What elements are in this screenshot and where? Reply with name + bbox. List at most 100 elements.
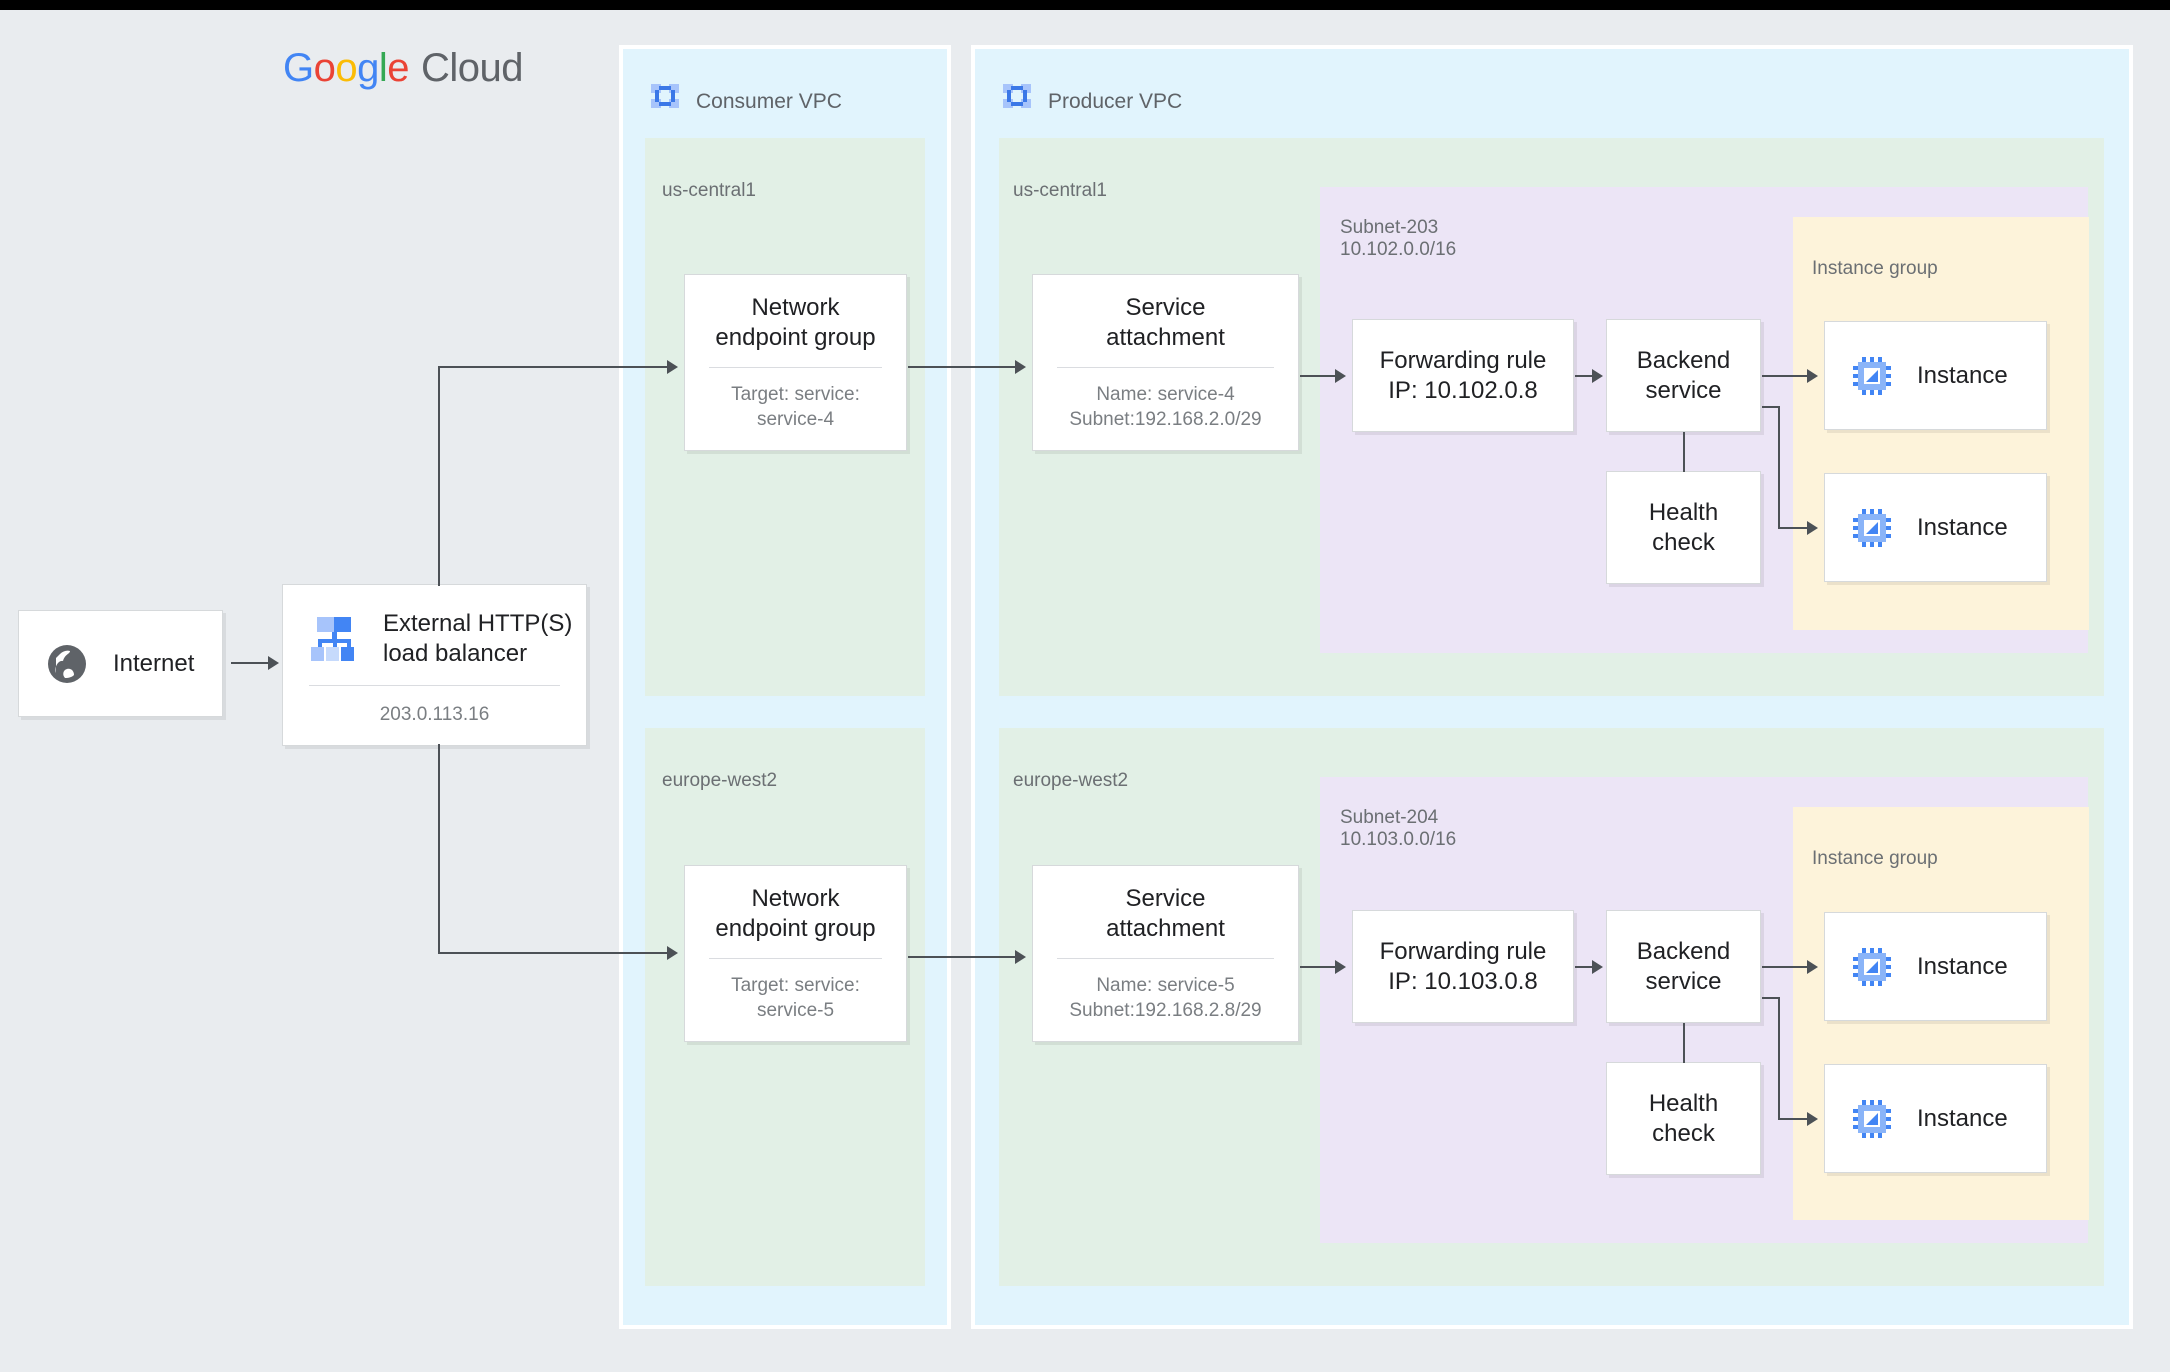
health-check-line1: Health (1648, 1089, 1719, 1117)
arrow-lb-to-neg2 (667, 946, 678, 960)
arrow-neg1-to-sa1 (1015, 360, 1026, 374)
instance-group-europe-west2-label: Instance group (1812, 848, 1938, 869)
service-attachment-title-line2: attachment (1106, 915, 1225, 942)
arrow-neg2-to-sa2 (1015, 950, 1026, 964)
connector-bs2-to-instance2-vertical (1778, 997, 1780, 1119)
connector-lb-to-neg2 (438, 952, 668, 954)
load-balancer-icon (309, 615, 363, 663)
neg-title-line1: Network (751, 294, 840, 321)
forwarding-rule-line1: Forwarding rule (1379, 346, 1547, 374)
connector-neg1-to-sa1 (908, 366, 1016, 368)
service-attachment-subnet: Subnet:192.168.2.8/29 (1069, 1000, 1262, 1021)
connector-neg2-to-sa2 (908, 956, 1016, 958)
arrow-internet-to-lb (268, 656, 279, 670)
instance-us-central1-1[interactable]: Instance (1824, 321, 2047, 430)
backend-service-line2: service (1645, 376, 1722, 404)
health-check-us-central1[interactable]: Health check (1606, 471, 1761, 584)
subnet-cidr: 10.103.0.0/16 (1340, 829, 1457, 850)
arrow-fr2-to-bs2 (1592, 960, 1603, 974)
forwarding-rule-us-central1[interactable]: Forwarding rule IP: 10.102.0.8 (1352, 319, 1574, 432)
service-attachment-name: Name: service-4 (1096, 384, 1235, 405)
backend-service-line1: Backend (1636, 346, 1731, 374)
subnet-203-label: Subnet-203 10.102.0.0/16 (1340, 217, 1456, 261)
neg-target-line2: service-5 (756, 1000, 835, 1021)
neg-title-line2: endpoint group (715, 324, 876, 351)
logo-letter-o1: o (313, 46, 336, 90)
health-check-line2: check (1652, 1119, 1715, 1147)
connector-sa2-to-fr2 (1300, 966, 1336, 968)
connector-bs2-to-healthcheck2 (1683, 1023, 1685, 1063)
lb-title-line1: External HTTP(S) (383, 610, 573, 637)
top-black-bar (0, 0, 2170, 10)
lb-ip-address: 203.0.113.16 (379, 704, 490, 725)
card-divider (1057, 367, 1274, 368)
globe-icon (45, 642, 89, 686)
instance-europe-west2-1[interactable]: Instance (1824, 912, 2047, 1021)
connector-bs2-to-instance1 (1762, 966, 1808, 968)
instance-group-us-central1-label: Instance group (1812, 258, 1938, 279)
network-endpoint-group-us-central1[interactable]: Network endpoint group Target: service: … (684, 274, 907, 451)
subnet-204-label: Subnet-204 10.103.0.0/16 (1340, 807, 1456, 851)
connector-bs1-to-instance1 (1762, 375, 1808, 377)
subnet-name: Subnet-204 (1340, 807, 1439, 828)
neg-title-line2: endpoint group (715, 915, 876, 942)
instance-label: Instance (1917, 952, 2008, 980)
arrow-bs2-to-instance2 (1807, 1112, 1818, 1126)
subnet-name: Subnet-203 (1340, 217, 1439, 238)
internet-node[interactable]: Internet (18, 610, 223, 717)
arrow-bs2-to-instance1 (1807, 960, 1818, 974)
connector-bs1-to-instance2-run (1778, 527, 1808, 529)
consumer-vpc-title: Consumer VPC (696, 90, 842, 113)
health-check-europe-west2[interactable]: Health check (1606, 1062, 1761, 1175)
arrow-bs1-to-instance1 (1807, 369, 1818, 383)
instance-label: Instance (1917, 513, 2008, 541)
neg-target-line1: Target: service: (731, 384, 860, 405)
producer-region-us-central1-label: us-central1 (1013, 180, 1107, 201)
lb-title-line2: load balancer (383, 640, 528, 667)
consumer-region-us-central1-label: us-central1 (662, 180, 756, 201)
connector-lb-to-neg1 (438, 366, 668, 368)
connector-fr1-to-bs1 (1575, 375, 1593, 377)
connector-bs1-to-instance2-vertical (1778, 406, 1780, 528)
forwarding-rule-ip: IP: 10.102.0.8 (1388, 376, 1538, 404)
neg-title-line1: Network (751, 885, 840, 912)
connector-internet-to-lb (231, 662, 269, 664)
logo-letter-G: G (283, 46, 314, 90)
connector-bs1-to-instance2-horizontal (1762, 406, 1780, 408)
connector-bs1-to-healthcheck1 (1683, 432, 1685, 472)
neg-target-line2: service-4 (756, 409, 835, 430)
service-attachment-title-line2: attachment (1106, 324, 1225, 351)
vpc-icon (648, 80, 682, 112)
service-attachment-europe-west2[interactable]: Service attachment Name: service-5 Subne… (1032, 865, 1299, 1042)
health-check-line2: check (1652, 528, 1715, 556)
instance-chip-icon (1851, 946, 1893, 988)
external-http-load-balancer[interactable]: External HTTP(S) load balancer 203.0.113… (282, 584, 587, 746)
connector-lb-trunk-down (438, 744, 440, 954)
instance-us-central1-2[interactable]: Instance (1824, 473, 2047, 582)
internet-label: Internet (113, 649, 195, 677)
instance-chip-icon (1851, 355, 1893, 397)
instance-europe-west2-2[interactable]: Instance (1824, 1064, 2047, 1173)
connector-fr2-to-bs2 (1575, 966, 1593, 968)
health-check-line1: Health (1648, 498, 1719, 526)
network-endpoint-group-europe-west2[interactable]: Network endpoint group Target: service: … (684, 865, 907, 1042)
arrow-fr1-to-bs1 (1592, 369, 1603, 383)
forwarding-rule-europe-west2[interactable]: Forwarding rule IP: 10.103.0.8 (1352, 910, 1574, 1023)
instance-label: Instance (1917, 1104, 2008, 1132)
service-attachment-us-central1[interactable]: Service attachment Name: service-4 Subne… (1032, 274, 1299, 451)
forwarding-rule-line1: Forwarding rule (1379, 937, 1547, 965)
connector-bs2-to-instance2-horizontal (1762, 997, 1780, 999)
instance-chip-icon (1851, 507, 1893, 549)
backend-service-line2: service (1645, 967, 1722, 995)
logo-letter-l: l (378, 46, 388, 90)
service-attachment-subnet: Subnet:192.168.2.0/29 (1069, 409, 1262, 430)
arrow-bs1-to-instance2 (1807, 521, 1818, 535)
backend-service-us-central1[interactable]: Backend service (1606, 319, 1761, 432)
backend-service-europe-west2[interactable]: Backend service (1606, 910, 1761, 1023)
vpc-icon (1000, 80, 1034, 112)
instance-label: Instance (1917, 361, 2008, 389)
consumer-region-europe-west2-label: europe-west2 (662, 770, 778, 791)
logo-letter-e: e (387, 46, 410, 90)
instance-chip-icon (1851, 1098, 1893, 1140)
